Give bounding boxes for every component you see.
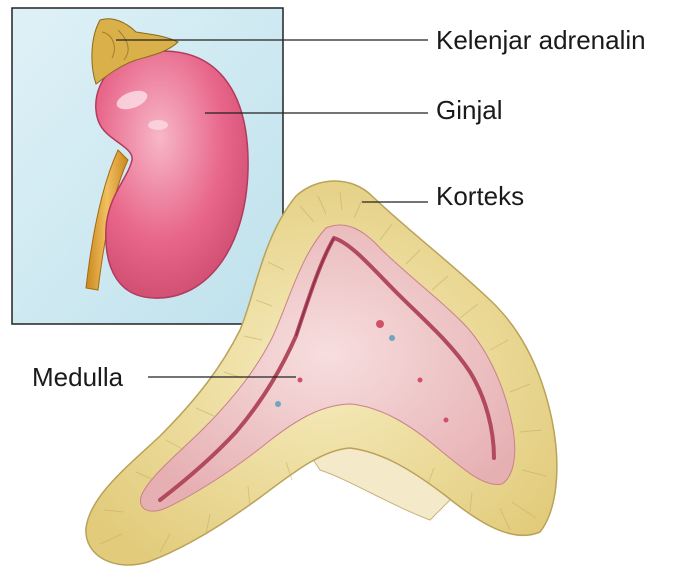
- label-kidney: Ginjal: [436, 97, 502, 123]
- label-medulla: Medulla: [32, 364, 123, 390]
- label-adrenal-gland: Kelenjar adrenalin: [436, 27, 646, 53]
- kidney-inset: [12, 8, 283, 324]
- label-cortex: Korteks: [436, 183, 524, 209]
